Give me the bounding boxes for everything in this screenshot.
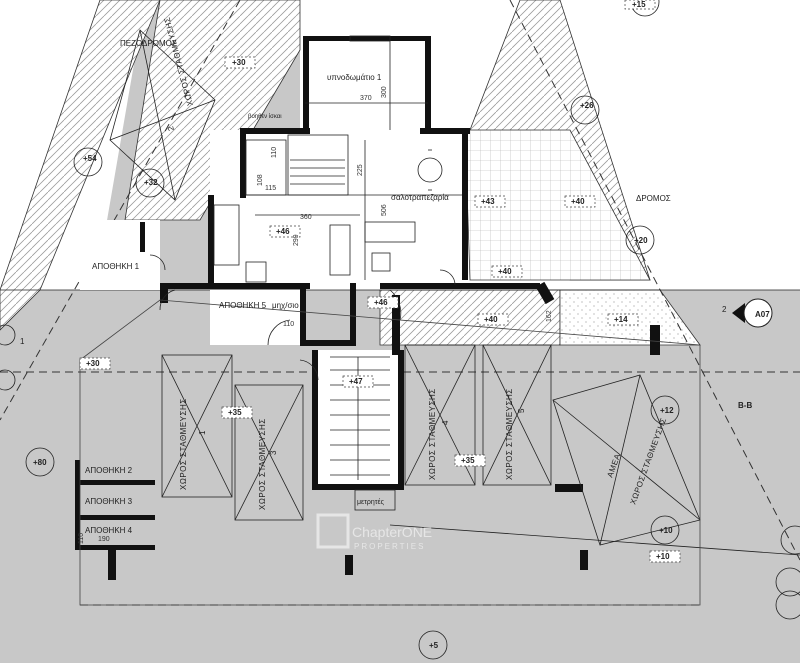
bay4-label: ΧΩΡΟΣ ΣΤΑΘΜΕΥΣΗΣ [428,388,437,480]
room-store4: ΑΠΟΘΗΚΗ 4 [85,526,133,535]
level-l35b: +35 [461,456,475,465]
bay1-number: 1 [198,430,207,435]
labels: υπνοδωμάτιο 1 σαλοτραπεζαρία ΑΠΟΘΗΚΗ 1 Α… [20,0,770,650]
room-meter: μετρητές [357,498,385,506]
room-store1: ΑΠΟΘΗΚΗ 1 [92,262,140,271]
section-marker-label: A07 [755,310,770,319]
watermark-sub: PROPERTIES [354,542,425,551]
level-l40b: +40 [498,267,512,276]
section-marker-num: 2 [722,305,727,314]
room-bedroom: υπνοδωμάτιο 1 [327,73,382,82]
bay2-number: 2 [166,125,176,132]
level-l80: +80 [33,458,47,467]
level-l30a: +30 [232,58,246,67]
room-store5: ΑΠΟΘΗΚΗ 5 [219,301,267,310]
level-l20: +20 [634,236,648,245]
bay1-label: ΧΩΡΟΣ ΣΤΑΘΜΕΥΣΗΣ [179,398,188,490]
dim-110c: 110 [78,533,85,544]
street-road: ΔΡΟΜΟΣ [636,194,671,203]
dim-506: 506 [381,204,388,216]
plot-boundary-left [0,0,241,421]
level-l15: +15 [632,0,646,9]
dim-162: 162 [546,310,553,322]
bedroom-floor [305,38,430,133]
dim-108: 108 [257,174,264,186]
dim-225: 225 [357,164,364,176]
level-l46b: +46 [374,298,388,307]
level-l10b: +10 [656,552,670,561]
site-edge-2 [389,524,800,556]
level-l30b: +30 [86,359,100,368]
room-helper: βοηθεν ίσκαι [248,114,282,120]
level-l10a: +10 [659,526,673,535]
store1-floor [80,220,160,290]
dim-110b: 110 [283,321,294,328]
stair-core [318,350,400,490]
room-store2: ΑΠΟΘΗΚΗ 2 [85,466,133,475]
level-l35a: +35 [228,408,242,417]
street-sidewalk: ΠΕΖΟΔΡΟΜΟΣ [120,39,177,48]
level-l54: +54 [83,154,97,163]
dim-190: 190 [98,536,110,543]
house-floor [210,130,465,285]
level-l5: +5 [429,641,439,650]
section-left-num: 1 [20,337,25,346]
dim-300: 300 [381,86,388,98]
room-store3: ΑΠΟΘΗΚΗ 3 [85,497,133,506]
plot-boundary-right [509,0,800,561]
level-l32: +32 [144,178,158,187]
section-marker [732,298,773,328]
bay5-number: 5 [517,408,526,413]
level-l26: +26 [580,101,594,110]
level-l14: +14 [614,315,628,324]
sidewalk-strip-left [0,0,161,331]
dim-370: 370 [360,95,372,102]
path-strip [379,289,561,346]
terrace-tiles [464,129,651,281]
level-boxes [79,0,681,563]
dim-360: 360 [300,214,312,221]
level-l47: +47 [349,377,363,386]
bay3-number: 3 [269,450,278,455]
watermark: ChapterONE PROPERTIES [316,513,432,551]
level-l40c: +40 [484,315,498,324]
section-label: B-B [738,401,752,410]
store5-floor [210,290,305,345]
plot-outline [79,299,701,606]
level-l43: +43 [481,197,495,206]
watermark-brand: ChapterONE [352,524,432,540]
interior-details [149,35,462,511]
level-l40a: +40 [571,197,585,206]
bay3-label: ΧΩΡΟΣ ΣΤΑΘΜΕΥΣΗΣ [258,418,267,510]
bay5-label: ΧΩΡΟΣ ΣΤΑΘΜΕΥΣΗΣ [505,388,514,480]
dim-115: 115 [265,185,276,192]
level-l46a: +46 [276,227,290,236]
walls [75,36,660,580]
level-l12: +12 [660,406,674,415]
dim-110a: 110 [271,147,278,158]
bay4-number: 4 [441,420,450,425]
dim-299: 299 [293,234,300,246]
room-mech: μηχ/σιο [272,301,299,310]
room-living: σαλοτραπεζαρία [391,193,449,202]
